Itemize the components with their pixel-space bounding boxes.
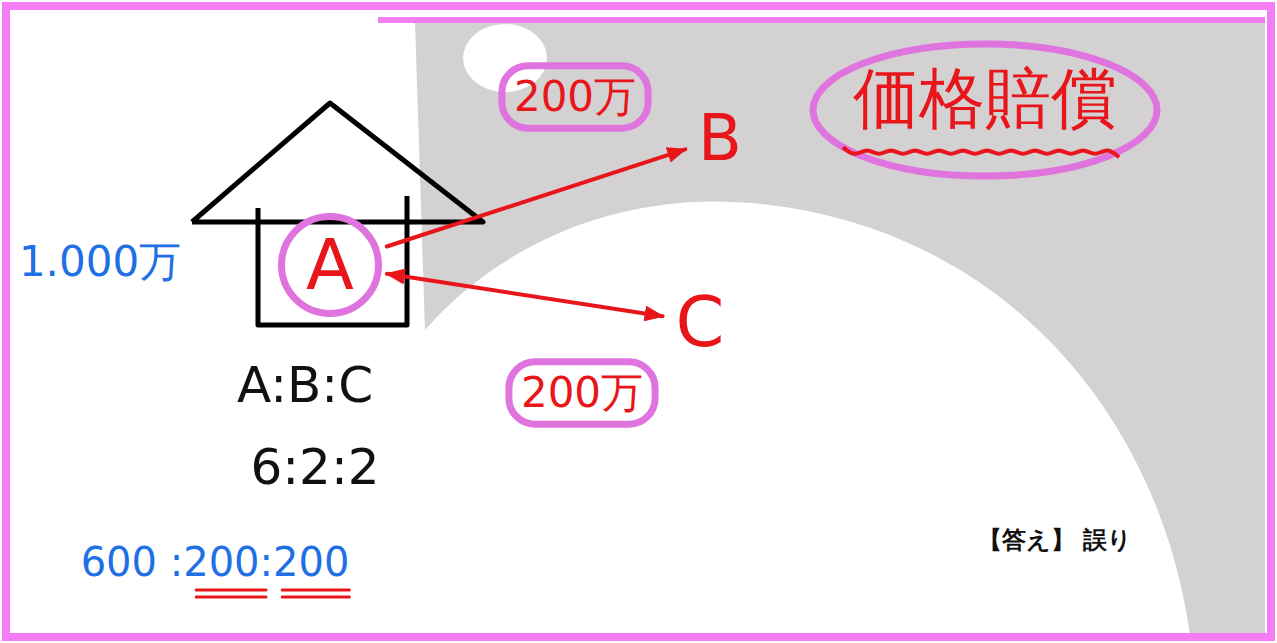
price-label: 1.000万 <box>19 237 181 287</box>
party-letter: B <box>690 96 750 181</box>
highlight-ring <box>502 66 648 128</box>
house-body <box>258 196 407 325</box>
double-underline <box>196 596 266 599</box>
answer-note: 【答え】 誤り <box>978 526 1132 555</box>
highlight-ring <box>509 362 655 424</box>
arrow-connector <box>387 149 685 246</box>
wavy-underline <box>843 147 1119 157</box>
amount-ratio-label: 600 :200:200 <box>81 538 350 586</box>
double-underline <box>282 589 349 592</box>
amount-label: 200万 <box>521 368 643 418</box>
house-roof <box>192 103 483 222</box>
watermark-shape <box>415 22 1265 635</box>
arrow-connector <box>387 274 663 316</box>
double-underline <box>282 596 349 599</box>
slide-frame <box>6 6 1271 637</box>
node-text: 価格賠償 <box>808 59 1162 138</box>
node-text: C <box>668 280 733 364</box>
double-underline <box>196 589 266 592</box>
circled-letter: A <box>278 213 382 317</box>
node-text: A <box>285 223 375 307</box>
ratio-label: 6:2:2 <box>250 437 379 497</box>
ratio-label: A:B:C <box>237 355 373 415</box>
circled-term: 価格賠償 <box>808 39 1162 181</box>
slide-frame <box>378 17 1265 23</box>
node-text: B <box>690 100 750 177</box>
amount-label: 200万 <box>514 72 636 122</box>
party-letter: C <box>668 276 733 368</box>
